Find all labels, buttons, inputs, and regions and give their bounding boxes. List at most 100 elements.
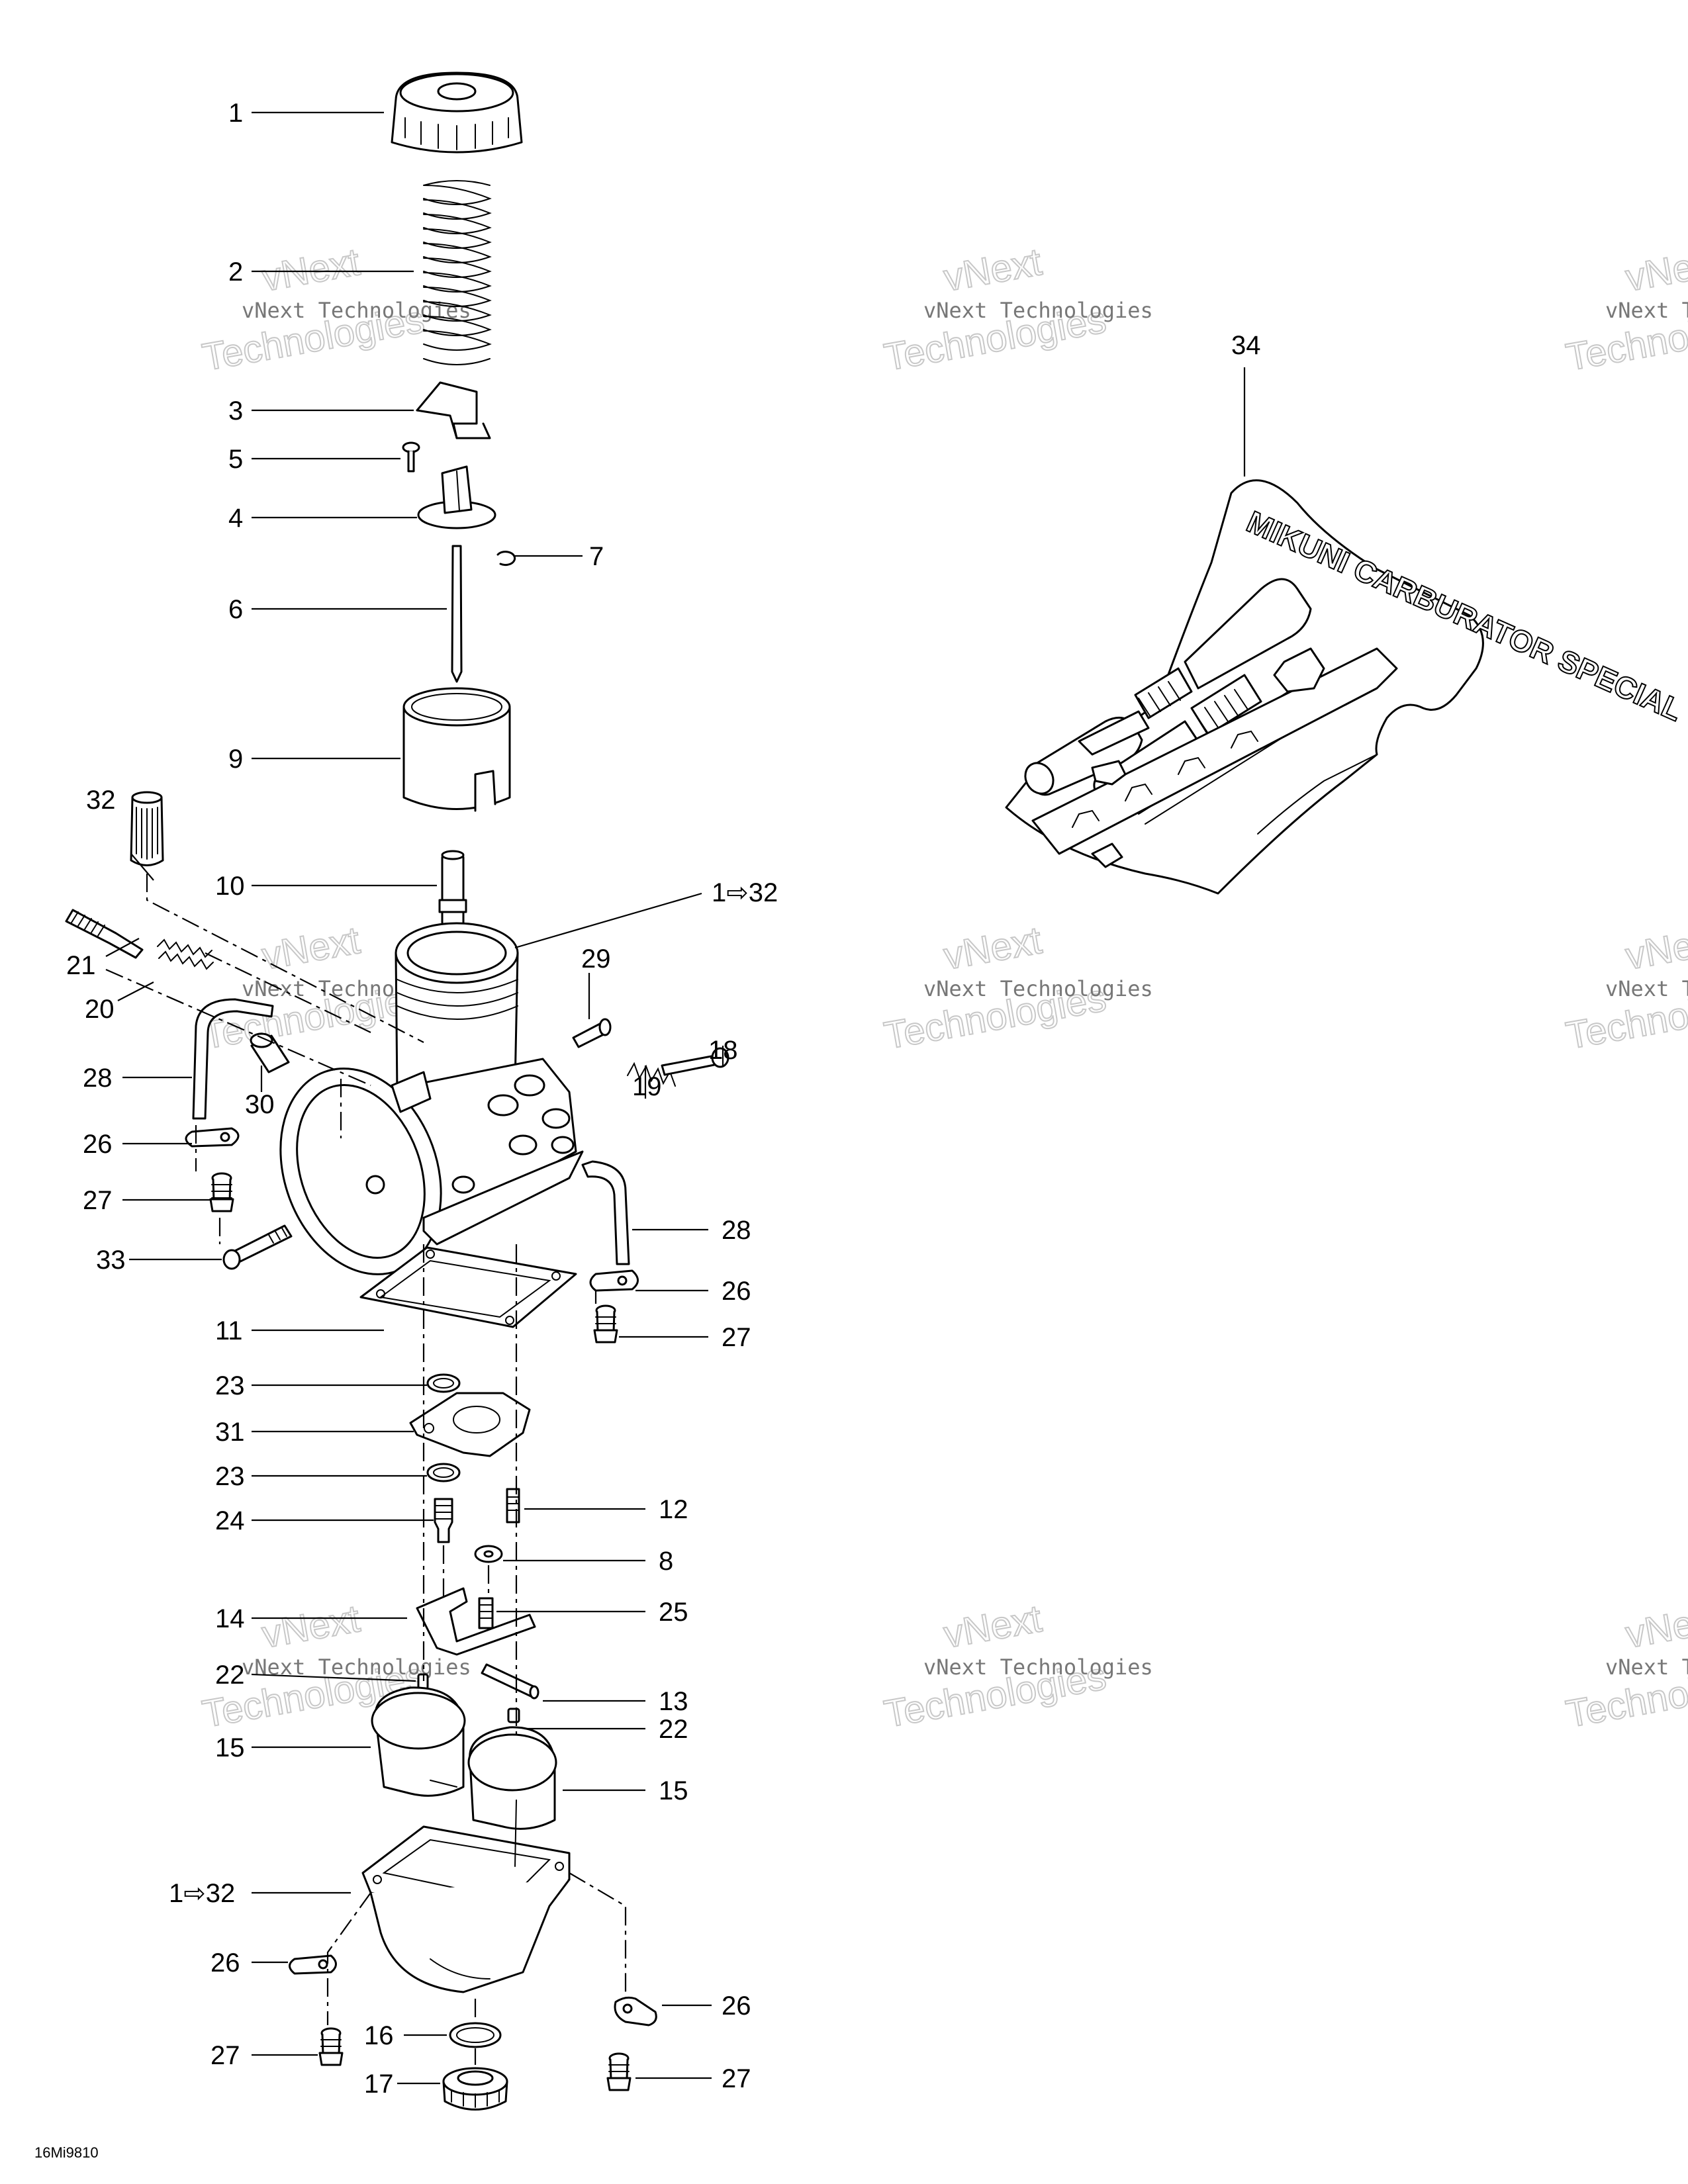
part-washer-right <box>589 1269 639 1292</box>
callout-range-lower: 1⇨32 <box>169 1879 235 1908</box>
part-o-ring-upper <box>426 1373 461 1393</box>
callout-10: 10 <box>215 872 245 901</box>
part-air-screw <box>65 909 144 959</box>
part-main-jet <box>478 1597 494 1629</box>
part-body-screw <box>572 1018 612 1048</box>
callout-13: 13 <box>659 1687 688 1716</box>
svg-text:vNext: vNext <box>941 240 1045 300</box>
callout-24: 24 <box>215 1506 245 1535</box>
callout-2: 2 <box>228 257 243 287</box>
svg-text:vNext: vNext <box>941 1597 1045 1657</box>
callout-26-upper-left: 26 <box>83 1130 113 1159</box>
part-needle-valve-seat <box>434 1498 453 1543</box>
watermark: vNext Technologies vNext Technologies <box>880 1596 1153 1737</box>
part-screw-small <box>402 441 420 473</box>
callout-7: 7 <box>589 542 604 571</box>
part-screw-bowl-left <box>318 2027 344 2066</box>
part-needle-jet <box>438 850 467 928</box>
part-jet-needle <box>451 545 463 683</box>
callout-9: 9 <box>228 745 243 774</box>
part-throttle-slide <box>402 687 511 812</box>
watermark: vNext Technologies vNext Technologies <box>1562 1596 1688 1737</box>
callout-26-lower-left: 26 <box>211 1948 240 1978</box>
callout-27-upper-left: 27 <box>83 1186 113 1215</box>
svg-text:vNext Technologies: vNext Technologies <box>1605 298 1688 323</box>
callout-32: 32 <box>86 786 116 815</box>
callout-28-left: 28 <box>83 1064 113 1093</box>
svg-text:vNext: vNext <box>259 240 363 300</box>
part-float-pin <box>481 1663 539 1700</box>
part-vent-tube-left <box>192 998 274 1120</box>
callout-22-left: 22 <box>215 1661 245 1690</box>
part-float-bowl <box>361 1799 571 1993</box>
callout-17: 17 <box>364 2070 394 2099</box>
part-washer-left <box>185 1127 240 1148</box>
svg-text:vNext Technologies: vNext Technologies <box>923 976 1153 1001</box>
svg-text:vNext: vNext <box>259 1597 363 1657</box>
svg-text:vNext Technologies: vNext Technologies <box>1605 976 1688 1001</box>
svg-text:vNext Technologies: vNext Technologies <box>923 1655 1153 1680</box>
callout-26-upper-right: 26 <box>722 1277 751 1306</box>
callout-27-lower-right: 27 <box>722 2064 751 2093</box>
part-screw-bowl-right <box>606 2052 632 2091</box>
svg-text:vNext Technologies: vNext Technologies <box>923 298 1153 323</box>
part-washer-bowl-left <box>289 1954 337 1975</box>
part-cap <box>391 71 523 154</box>
drawing-id-label: 16Mi9810 <box>34 2144 99 2161</box>
part-vent-tube-right <box>581 1160 630 1265</box>
callout-4: 4 <box>228 504 243 533</box>
callout-1: 1 <box>228 99 243 128</box>
part-e-clip <box>496 551 516 567</box>
callout-6: 6 <box>228 595 243 624</box>
part-screw-left <box>209 1172 234 1212</box>
svg-text:vNext: vNext <box>1622 919 1688 978</box>
part-long-screw <box>222 1224 293 1270</box>
part-idle-screw <box>661 1047 729 1076</box>
callout-12: 12 <box>659 1495 688 1524</box>
callout-16: 16 <box>364 2021 394 2050</box>
callout-19: 19 <box>632 1072 662 1101</box>
callout-range-upper: 1⇨32 <box>712 878 778 907</box>
part-screw-float-right <box>507 1707 520 1723</box>
callout-27-upper-right: 27 <box>722 1323 751 1352</box>
part-spring <box>423 180 492 365</box>
callout-27-lower-left: 27 <box>211 2041 240 2070</box>
callout-14: 14 <box>215 1604 245 1633</box>
callout-28-right: 28 <box>722 1216 751 1245</box>
part-clip-plate <box>416 381 491 439</box>
callout-33: 33 <box>96 1246 126 1275</box>
part-float-left <box>371 1686 466 1797</box>
callout-8: 8 <box>659 1547 673 1576</box>
part-float-right <box>467 1726 557 1830</box>
callout-5: 5 <box>228 445 243 474</box>
callout-21: 21 <box>66 951 96 980</box>
callout-23-lower: 23 <box>215 1462 245 1491</box>
callout-34: 34 <box>1231 331 1261 360</box>
callout-18: 18 <box>708 1036 738 1065</box>
callout-31: 31 <box>215 1418 245 1447</box>
callout-22-right: 22 <box>659 1715 688 1744</box>
callout-15-right: 15 <box>659 1776 688 1805</box>
callout-29: 29 <box>581 944 611 974</box>
part-tool-kit: MIKUNI CARBURATOR SPECIAL TOOLS <box>1005 479 1688 895</box>
callout-15-left: 15 <box>215 1733 245 1762</box>
part-washer-small <box>474 1545 503 1563</box>
part-drain-o-ring <box>449 2022 502 2048</box>
watermark: vNext Technologies vNext Technologies <box>1562 918 1688 1058</box>
center-lines <box>105 874 627 2065</box>
svg-text:vNext: vNext <box>1622 240 1688 300</box>
callout-labels: 1 2 3 5 4 7 6 9 32 10 1⇨32 34 21 20 29 1… <box>66 99 1261 2099</box>
callout-25: 25 <box>659 1598 688 1627</box>
part-idle-spring <box>627 1062 676 1087</box>
part-washer-bowl-right <box>614 1996 657 2026</box>
watermark: vNext Technologies vNext Technologies <box>880 240 1153 380</box>
part-drain-plug <box>442 2067 508 2111</box>
svg-text:vNext Technologies: vNext Technologies <box>1605 1655 1688 1680</box>
part-gasket <box>359 1246 577 1328</box>
part-carburetor-body <box>279 922 584 1275</box>
callout-30: 30 <box>245 1090 275 1119</box>
part-small-spring <box>157 938 214 970</box>
callout-3: 3 <box>228 396 243 426</box>
callout-23-upper: 23 <box>215 1371 245 1400</box>
